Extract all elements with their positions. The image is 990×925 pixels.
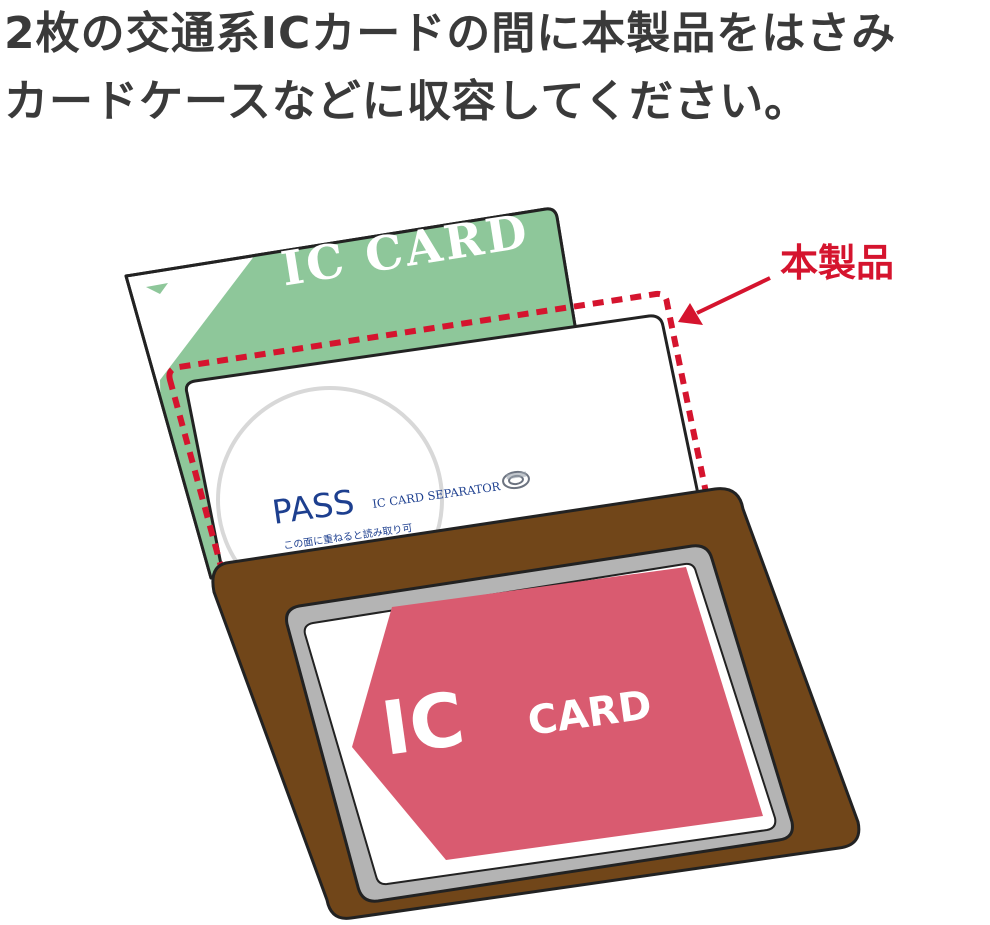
- callout-label: 本製品: [780, 241, 894, 285]
- callout-arrowhead-icon: [678, 303, 703, 325]
- front-ic-card: [352, 567, 763, 860]
- product-dashed-outline: [166, 290, 728, 628]
- product-callout: 本製品: [678, 241, 894, 325]
- instruction-heading: 2枚の交通系ICカードの間に本製品をはさみ カードケースなどに収容してください。: [4, 0, 990, 136]
- instruction-line-1: 2枚の交通系ICカードの間に本製品をはさみ: [4, 8, 897, 59]
- card-case: IC CARD: [211, 487, 861, 920]
- front-card-label-ic: IC: [377, 676, 470, 773]
- callout-line: [696, 276, 771, 315]
- back-card-corner-mark: [146, 283, 168, 294]
- instruction-line-2: カードケースなどに収容してください。: [4, 76, 810, 127]
- separator-logo-icon: [502, 470, 530, 490]
